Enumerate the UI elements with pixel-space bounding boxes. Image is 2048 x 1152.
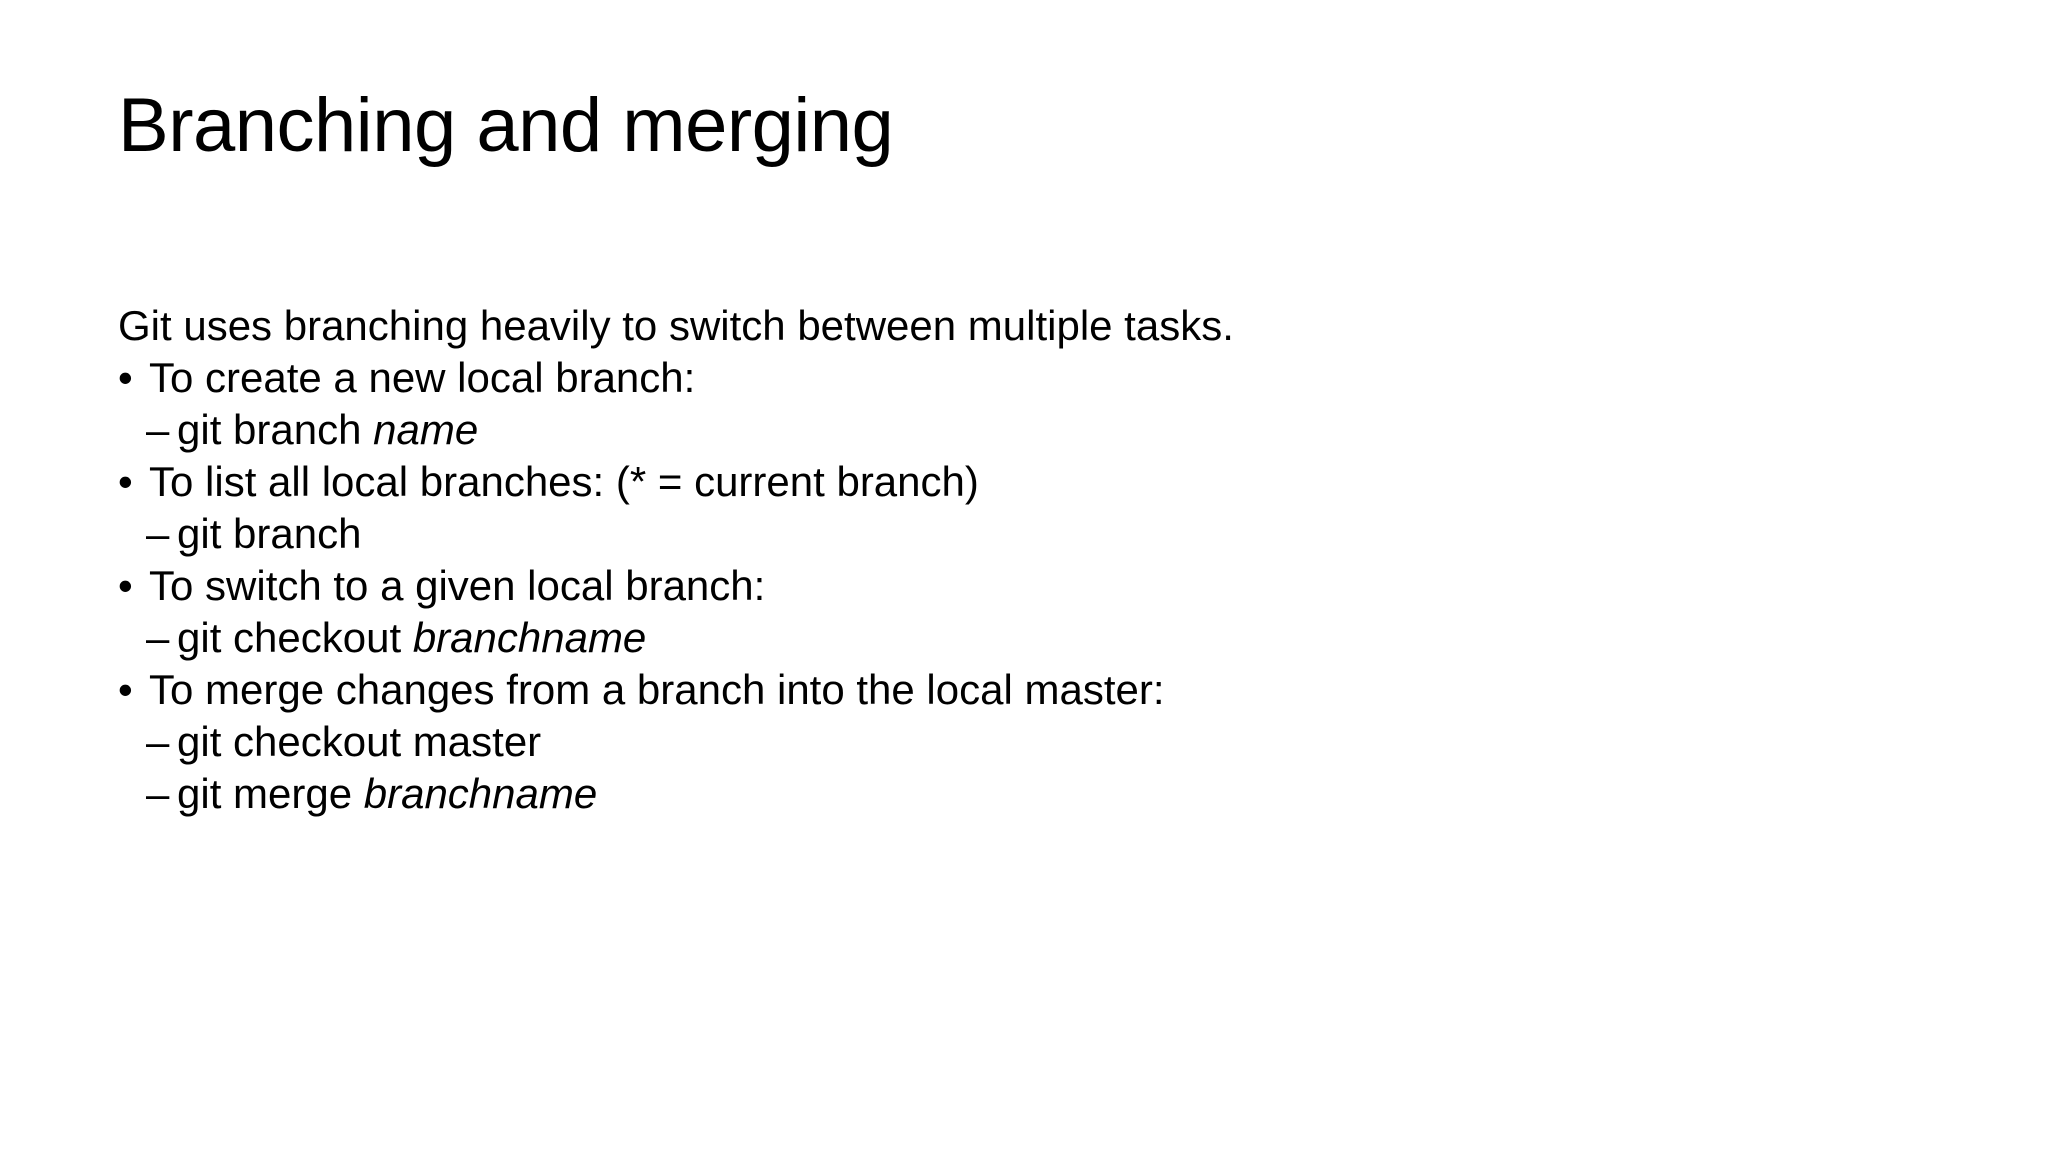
- sub-item-command: git checkout master: [177, 718, 542, 765]
- dash-icon: –: [146, 510, 170, 557]
- bullet-dot-icon: •: [118, 354, 133, 401]
- sub-item-git-checkout-branchname: –git checkout branchname: [118, 612, 1968, 664]
- bullet-dot-icon: •: [118, 666, 133, 713]
- slide-body: Git uses branching heavily to switch bet…: [118, 300, 1968, 820]
- intro-text: Git uses branching heavily to switch bet…: [118, 302, 1234, 349]
- dash-icon: –: [146, 406, 170, 453]
- sub-item-command: git branch: [177, 510, 362, 557]
- bullet-text: To list all local branches: (* = current…: [149, 458, 979, 505]
- bullet-item-list-branches: • To list all local branches: (* = curren…: [118, 456, 1968, 508]
- sub-item-git-branch: –git branch: [118, 508, 1968, 560]
- sub-item-argument: branchname: [412, 614, 647, 661]
- dash-icon: –: [146, 770, 170, 817]
- bullet-text: To create a new local branch:: [149, 354, 696, 401]
- bullet-text: To switch to a given local branch:: [149, 562, 766, 609]
- bullet-item-create-branch: • To create a new local branch:: [118, 352, 1968, 404]
- sub-item-argument: branchname: [363, 770, 598, 817]
- bullet-item-switch-branch: • To switch to a given local branch:: [118, 560, 1968, 612]
- sub-item-git-merge-branchname: –git merge branchname: [118, 768, 1968, 820]
- sub-item-command: git branch: [177, 406, 374, 453]
- sub-item-git-checkout-master: –git checkout master: [118, 716, 1968, 768]
- bullet-dot-icon: •: [118, 562, 133, 609]
- sub-item-command: git checkout: [177, 614, 413, 661]
- bullet-item-merge-changes: • To merge changes from a branch into the…: [118, 664, 1968, 716]
- sub-item-command: git merge: [177, 770, 364, 817]
- dash-icon: –: [146, 614, 170, 661]
- intro-paragraph: Git uses branching heavily to switch bet…: [118, 300, 1968, 352]
- sub-item-git-branch-name: –git branch name: [118, 404, 1968, 456]
- page-title: Branching and merging: [118, 83, 894, 168]
- bullet-text: To merge changes from a branch into the …: [149, 666, 1165, 713]
- sub-item-argument: name: [373, 406, 479, 453]
- dash-icon: –: [146, 718, 170, 765]
- bullet-dot-icon: •: [118, 458, 133, 505]
